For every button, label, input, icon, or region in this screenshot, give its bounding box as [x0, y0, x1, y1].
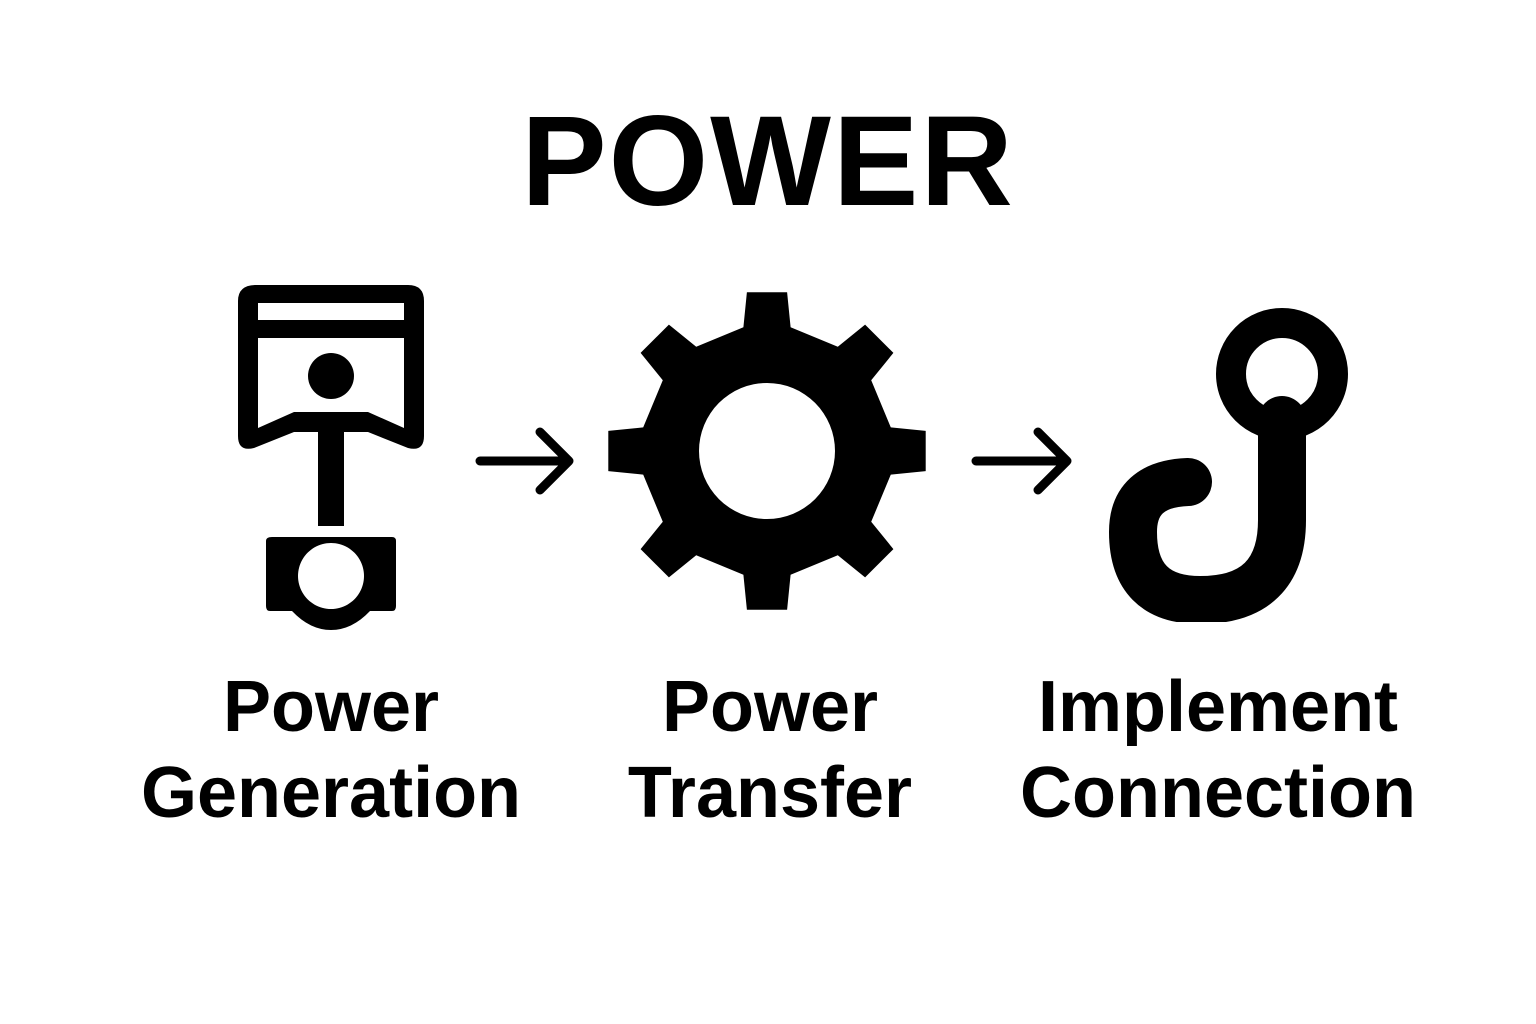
step-label-line: Connection — [1020, 753, 1416, 833]
step-label-power-transfer: Power Transfer — [580, 664, 960, 836]
step-label-implement-connection: Implement Connection — [1000, 664, 1436, 836]
step-label-power-generation: Power Generation — [116, 664, 546, 836]
piston-icon — [236, 282, 428, 634]
gear-icon — [604, 288, 932, 614]
step-label-line: Power — [661, 667, 879, 747]
arrow-right-icon — [970, 426, 1074, 496]
step-label-line: Implement — [1037, 667, 1399, 747]
step-label-line: Generation — [140, 753, 522, 833]
step-label-line: Transfer — [627, 753, 913, 833]
step-label-line: Power — [222, 667, 440, 747]
diagram-title: POWER — [521, 90, 1015, 233]
arrow-right-icon — [474, 426, 578, 496]
hook-icon — [1104, 300, 1356, 622]
